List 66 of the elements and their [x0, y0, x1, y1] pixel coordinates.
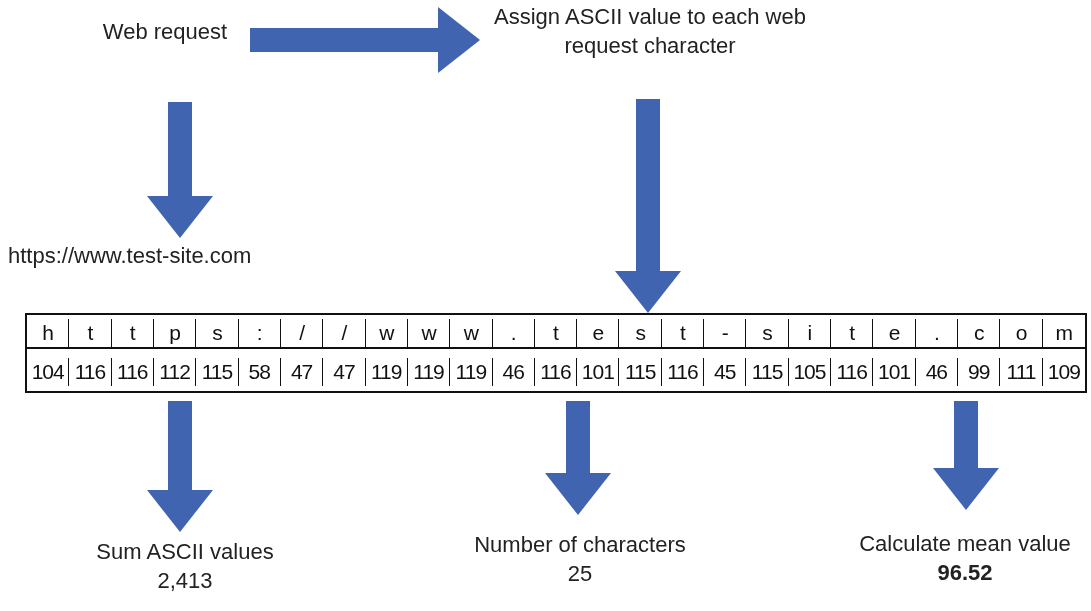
table-cell: 58 [238, 358, 281, 386]
result-value: 25 [567, 560, 593, 588]
block-arrow [933, 401, 999, 510]
table-cell: c [958, 319, 1001, 349]
table-cell: t [831, 319, 874, 349]
table-cell: 99 [958, 358, 1001, 386]
table-cell: 46 [915, 358, 959, 386]
block-arrow [147, 401, 213, 532]
ascii-table [25, 313, 1087, 393]
table-cell: . [492, 319, 535, 349]
table-cell: / [323, 319, 366, 349]
table-cell: 104 [27, 358, 70, 386]
table-cell: 46 [492, 358, 535, 386]
table-cell: 47 [323, 358, 366, 386]
table-cell: t [661, 319, 705, 349]
table-cell: 45 [704, 358, 747, 386]
table-cell: e [577, 319, 620, 349]
table-cell: w [407, 319, 451, 349]
table-cell: . [915, 319, 959, 349]
table-cell: 105 [788, 358, 832, 386]
table-cell: / [280, 319, 324, 349]
table-cell: 111 [1000, 358, 1043, 386]
result-value: 96.52 [937, 559, 993, 587]
table-cell: 116 [661, 358, 705, 386]
table-cell: 119 [450, 358, 493, 386]
table-cell: 101 [873, 358, 916, 386]
step-label: Number of characters [474, 531, 686, 560]
table-cell: m [1042, 319, 1085, 349]
table-cell: 47 [280, 358, 324, 386]
table-cell: - [704, 319, 747, 349]
table-cell: : [238, 319, 281, 349]
table-cell: o [1000, 319, 1043, 349]
table-cell: 116 [534, 358, 578, 386]
table-cell: 119 [407, 358, 451, 386]
table-cell: w [365, 319, 408, 349]
table-cell: s [746, 319, 789, 349]
step-label: https://www.test-site.com [8, 241, 252, 270]
step-label: Sum ASCII values [96, 538, 274, 567]
table-cell: 116 [831, 358, 874, 386]
table-cell: w [450, 319, 493, 349]
step-label: Assign ASCII value to each web request character [493, 3, 807, 60]
table-cell: p [153, 319, 197, 349]
table-cell: 119 [365, 358, 408, 386]
table-cell: i [788, 319, 832, 349]
block-arrow [615, 99, 681, 313]
table-cell: 116 [111, 358, 154, 386]
table-cell: e [873, 319, 916, 349]
table-cell: s [196, 319, 239, 349]
table-cell: 115 [746, 358, 789, 386]
table-cell: 115 [196, 358, 239, 386]
table-cell: s [619, 319, 662, 349]
block-arrow [147, 102, 213, 238]
table-cell: h [27, 319, 70, 349]
table-cell: t [534, 319, 578, 349]
step-label: Calculate mean value [859, 530, 1071, 559]
table-cell: 115 [619, 358, 662, 386]
table-cell: 116 [69, 358, 112, 386]
block-arrow [545, 401, 611, 515]
table-cell-text: 109 [1046, 359, 1081, 386]
step-label: Web request [102, 18, 228, 46]
table-cell: t [69, 319, 112, 349]
table-cell: t [111, 319, 154, 349]
block-arrow [250, 7, 480, 73]
result-value: 2,413 [157, 567, 213, 595]
table-cell: 101 [577, 358, 620, 386]
table-cell: 112 [153, 358, 197, 386]
